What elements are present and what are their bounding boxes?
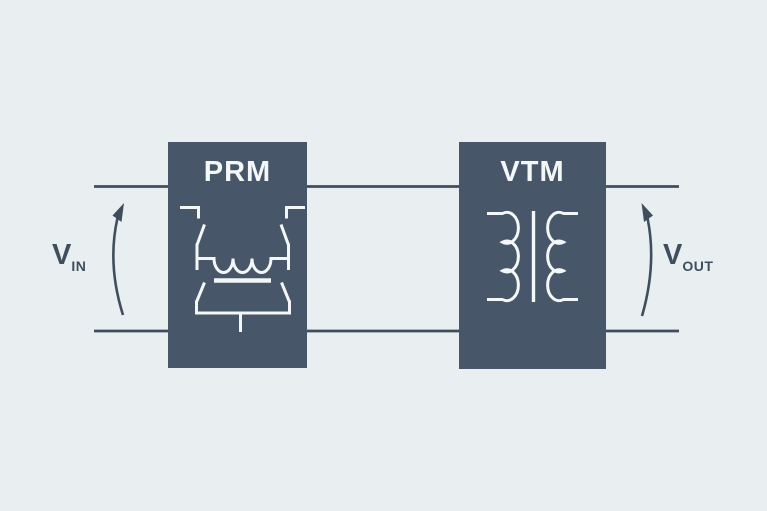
vout-main: V	[663, 239, 683, 271]
vin-up-arrow-curved-icon	[112, 203, 125, 316]
vout-sub: OUT	[682, 258, 714, 274]
vin-sub: IN	[71, 258, 87, 274]
prm-module-box	[168, 142, 307, 368]
vout-up-arrow-curved-icon	[640, 203, 653, 317]
vin-label: VIN	[52, 239, 87, 274]
vin-main: V	[52, 239, 72, 271]
buck-boost-circuit-icon	[180, 206, 305, 332]
vtm-label: VTM	[500, 156, 565, 188]
prm-label: PRM	[203, 156, 272, 188]
vout-label: VOUT	[663, 239, 714, 274]
transformer-icon	[487, 210, 578, 303]
